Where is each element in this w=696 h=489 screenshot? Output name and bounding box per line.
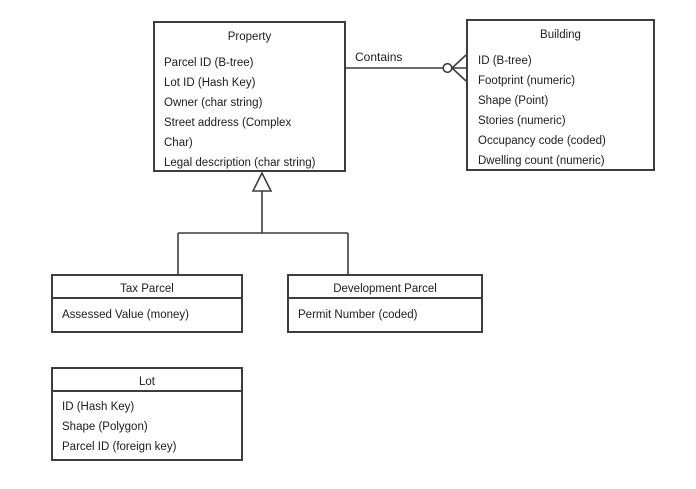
entity-building-title: Building bbox=[540, 29, 581, 41]
entity-lot: Lot ID (Hash Key) Shape (Polygon) Parcel… bbox=[51, 367, 243, 461]
attribute: ID (Hash Key) bbox=[62, 401, 135, 413]
entity-lot-title: Lot bbox=[53, 369, 241, 392]
entity-building-attributes: ID (B-tree) Footprint (numeric) Shape (P… bbox=[468, 43, 653, 175]
crowsfoot-icon bbox=[451, 54, 467, 82]
attribute: Parcel ID (foreign key) bbox=[62, 441, 177, 453]
entity-tax-parcel-attributes: Assessed Value (money) bbox=[53, 299, 241, 329]
attribute: Lot ID (Hash Key) bbox=[164, 77, 256, 89]
entity-property: Property Parcel ID (B-tree) Lot ID (Hash… bbox=[153, 21, 346, 172]
attribute: Legal description (char string) bbox=[164, 157, 316, 169]
attribute: ID (B-tree) bbox=[478, 55, 532, 67]
attribute: Street address (Complex bbox=[164, 117, 292, 129]
entity-development-parcel: Development Parcel Permit Number (coded) bbox=[287, 274, 483, 333]
entity-property-attributes: Parcel ID (B-tree) Lot ID (Hash Key) Own… bbox=[155, 45, 344, 177]
entity-tax-parcel-title: Tax Parcel bbox=[53, 276, 241, 299]
attribute: Permit Number (coded) bbox=[298, 309, 418, 321]
attribute: Assessed Value (money) bbox=[62, 309, 189, 321]
inheritance-triangle-icon bbox=[251, 171, 273, 192]
inheritance-connector-lines bbox=[177, 191, 349, 274]
entity-property-title: Property bbox=[227, 31, 272, 43]
attribute: Shape (Polygon) bbox=[62, 421, 148, 433]
attribute: Stories (numeric) bbox=[478, 115, 566, 127]
entity-building: Building ID (B-tree) Footprint (numeric)… bbox=[466, 19, 655, 171]
attribute: Dwelling count (numeric) bbox=[478, 155, 605, 167]
attribute-wrap: Char) bbox=[164, 137, 193, 149]
attribute: Parcel ID (B-tree) bbox=[164, 57, 254, 69]
attribute: Occupancy code (coded) bbox=[478, 135, 606, 147]
attribute: Owner (char string) bbox=[164, 97, 263, 109]
entity-development-parcel-title: Development Parcel bbox=[289, 276, 481, 299]
entity-development-parcel-attributes: Permit Number (coded) bbox=[289, 299, 481, 329]
entity-lot-attributes: ID (Hash Key) Shape (Polygon) Parcel ID … bbox=[53, 392, 241, 461]
entity-tax-parcel: Tax Parcel Assessed Value (money) bbox=[51, 274, 243, 333]
relationship-label-contains: Contains bbox=[355, 50, 403, 64]
attribute: Shape (Point) bbox=[478, 95, 549, 107]
attribute: Footprint (numeric) bbox=[478, 75, 576, 87]
zero-or-many-circle-icon bbox=[442, 62, 453, 74]
